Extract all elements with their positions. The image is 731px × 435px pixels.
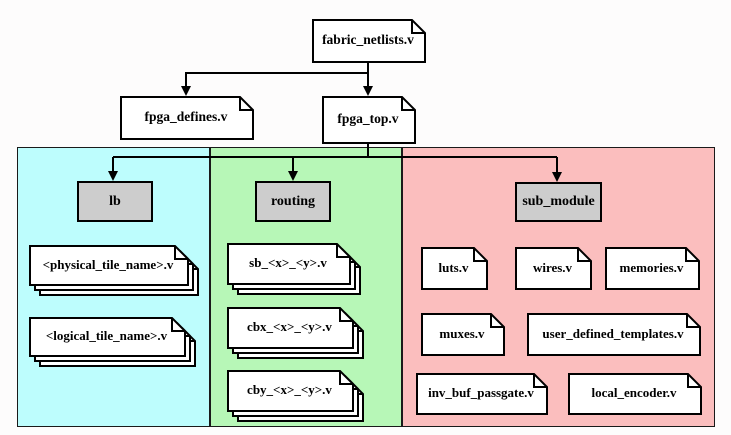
node-fpga-defines: fpga_defines.v [120,96,254,140]
node-fabric-netlists: fabric_netlists.v [312,19,426,63]
node-logical-tile-name-label: <logical_tile_name>.v [45,328,168,343]
node-cbx: cbx_<x>_<y>.v [227,307,364,359]
node-muxes: muxes.v [421,313,505,356]
node-wires: wires.v [515,247,592,290]
node-wires-label: wires.v [532,259,573,275]
node-fpga-top: fpga_top.v [322,96,416,144]
node-local-encoder: local_encoder.v [568,373,702,415]
node-luts-label: luts.v [438,259,469,275]
folder-lb: lb [77,181,153,222]
node-sb-label: sb_<x>_<y>.v [249,255,327,270]
node-user-defined-templates: user_defined_templates.v [527,313,701,356]
folder-sub-module-label: sub_module [522,194,595,209]
node-local-encoder-label: local_encoder.v [591,385,677,400]
node-memories-label: memories.v [619,259,684,275]
folder-sub-module: sub_module [515,182,602,222]
node-physical-tile-name-label: <physical_tile_name>.v [42,256,174,272]
node-fpga-top-label: fpga_top.v [337,111,399,126]
node-user-defined-templates-label: user_defined_templates.v [542,325,684,341]
node-cby-label: cby_<x>_<y>.v [247,382,332,397]
node-inv-buf-passgate: inv_buf_passgate.v [416,373,548,415]
folder-lb-label: lb [109,193,121,209]
node-sb: sb_<x>_<y>.v [227,243,361,295]
folder-routing-label: routing [270,193,316,209]
node-fabric-netlists-label: fabric_netlists.v [322,32,414,47]
node-physical-tile-name: <physical_tile_name>.v [29,245,199,296]
node-fpga-defines-label: fpga_defines.v [144,109,228,124]
node-cbx-label: cbx_<x>_<y>.v [247,319,332,334]
node-memories: memories.v [605,247,700,290]
node-luts: luts.v [421,247,488,290]
node-muxes-label: muxes.v [439,325,485,341]
node-logical-tile-name: <logical_tile_name>.v [29,317,196,367]
node-inv-buf-passgate-label: inv_buf_passgate.v [428,385,534,400]
folder-routing: routing [255,181,331,222]
node-cby: cby_<x>_<y>.v [227,370,364,422]
